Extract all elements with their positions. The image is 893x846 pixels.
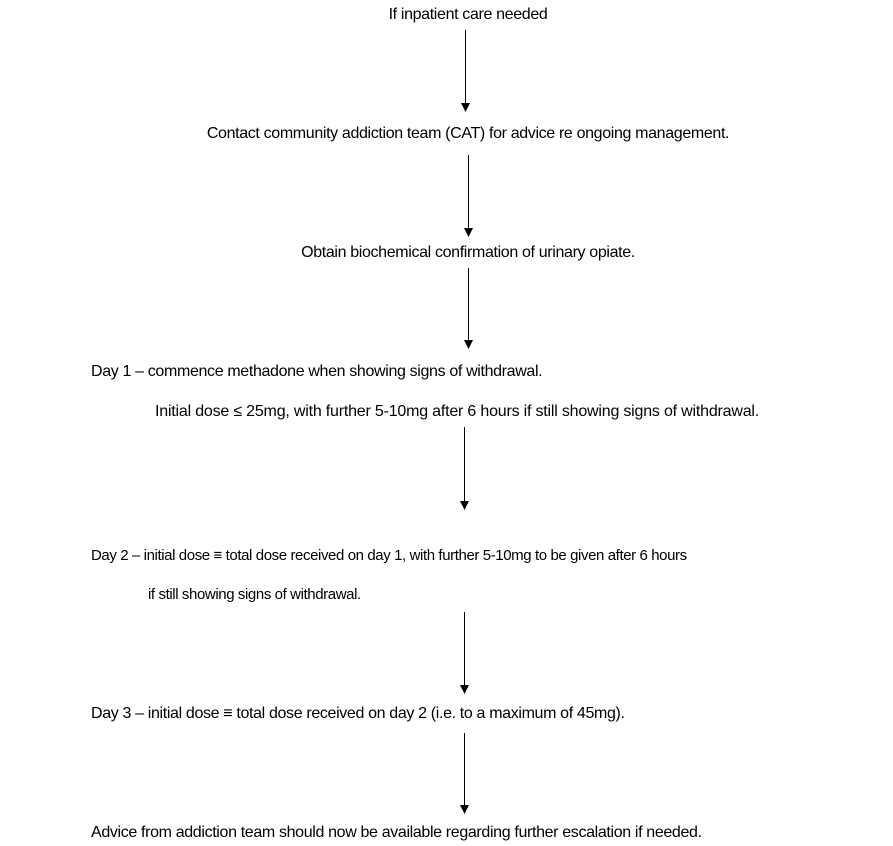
arrow-2 bbox=[464, 155, 473, 237]
step-day-1-detail: Initial dose ≤ 25mg, with further 5-10mg… bbox=[155, 403, 759, 420]
arrow-6 bbox=[460, 733, 469, 814]
arrow-5 bbox=[460, 612, 469, 694]
step-advice: Advice from addiction team should now be… bbox=[91, 824, 702, 841]
step-day-1: Day 1 – commence methadone when showing … bbox=[91, 363, 543, 380]
step-day-2: Day 2 – initial dose ≡ total dose receiv… bbox=[91, 547, 687, 564]
arrow-3 bbox=[464, 268, 473, 349]
step-contact-cat: Contact community addiction team (CAT) f… bbox=[206, 125, 730, 142]
arrow-1 bbox=[461, 30, 470, 112]
arrow-4 bbox=[460, 427, 469, 510]
step-inpatient-care: If inpatient care needed bbox=[388, 6, 548, 23]
step-day-2-detail: if still showing signs of withdrawal. bbox=[148, 586, 361, 603]
step-biochemical-confirmation: Obtain biochemical confirmation of urina… bbox=[301, 244, 635, 261]
step-day-3: Day 3 – initial dose ≡ total dose receiv… bbox=[91, 705, 625, 722]
